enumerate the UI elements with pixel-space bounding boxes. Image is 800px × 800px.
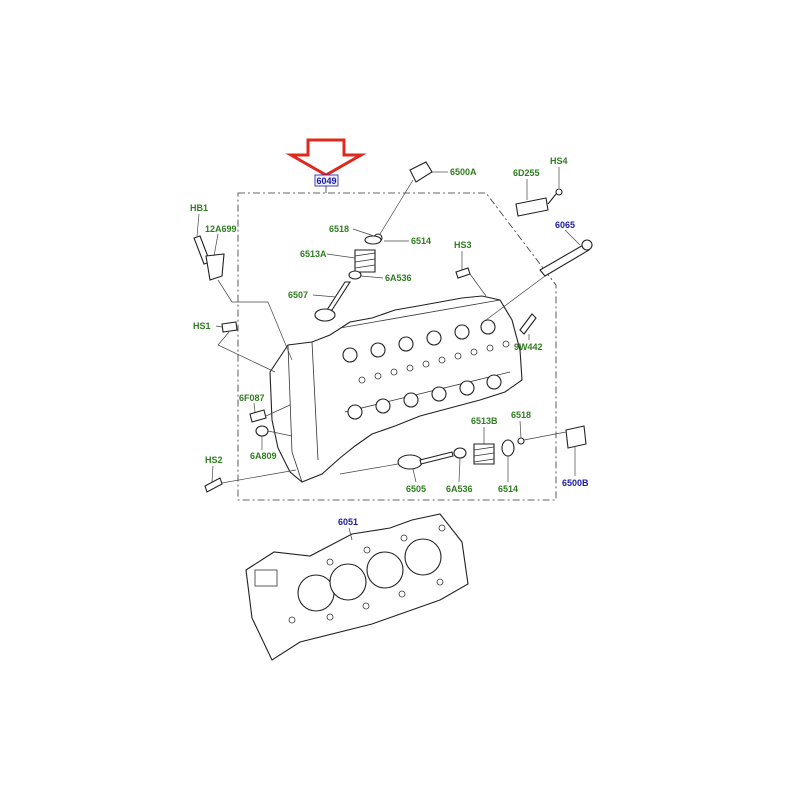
label-hb1: HB1 xyxy=(190,203,208,213)
label-6513a: 6513A xyxy=(300,249,327,259)
plug-6a809-icon xyxy=(255,425,269,437)
label-6f087: 6F087 xyxy=(239,393,265,403)
label-12a699: 12A699 xyxy=(205,224,237,234)
label-6d255: 6D255 xyxy=(513,168,540,178)
label-hs1: HS1 xyxy=(193,321,211,331)
retainer-6514-top-icon xyxy=(364,235,382,245)
label-6065: 6065 xyxy=(555,220,575,230)
label-hs4: HS4 xyxy=(550,156,568,166)
valve-train-top xyxy=(314,161,433,322)
screw-hs3-icon xyxy=(455,267,471,279)
bolt-holes xyxy=(358,340,510,384)
valve-6505-icon xyxy=(397,454,423,470)
red-down-arrow-icon xyxy=(285,138,367,177)
sensor-6f087-icon xyxy=(249,409,267,423)
head-gasket xyxy=(245,513,469,661)
valve-stem-6507-icon xyxy=(325,281,352,311)
collet-6518-bottom-icon xyxy=(517,437,525,445)
label-6a536-bottom: 6A536 xyxy=(446,484,473,494)
label-6507: 6507 xyxy=(288,290,308,300)
label-6514-top: 6514 xyxy=(411,236,431,246)
tappet-6500b-icon xyxy=(565,425,587,449)
spring-6513b-icon xyxy=(473,443,495,465)
screw-hs2-icon xyxy=(204,477,223,493)
label-6505: 6505 xyxy=(406,484,426,494)
retainer-6514-bottom-icon xyxy=(501,439,515,457)
tappet-6500a-icon xyxy=(409,161,433,183)
seal-6a536-bottom-icon xyxy=(453,447,467,459)
sensor-12a699-icon xyxy=(205,253,225,281)
label-9w442: 9W442 xyxy=(514,342,543,352)
part-labels: 6500A 6D255 HS4 HB1 12A699 6518 6514 HS3… xyxy=(190,156,589,527)
stud-9w442-icon xyxy=(519,313,537,335)
leader-lines xyxy=(196,167,581,541)
screw-hs1-icon xyxy=(221,321,238,333)
label-hs2: HS2 xyxy=(205,455,223,465)
assembly-frame xyxy=(237,186,557,501)
label-6500b: 6500B xyxy=(562,478,589,488)
left-components xyxy=(193,235,297,493)
camshaft-journals xyxy=(342,319,502,420)
right-components xyxy=(455,188,593,335)
sensor-6d255-icon xyxy=(515,197,549,217)
screw-hs4-icon xyxy=(555,188,563,196)
bolt-6065-icon xyxy=(539,243,590,277)
label-hs3: HS3 xyxy=(454,240,472,250)
assembly-label-text: 6049 xyxy=(316,176,336,186)
cylinder-head xyxy=(269,295,523,483)
valve-train-bottom xyxy=(339,425,587,475)
seal-6a536-top-icon xyxy=(348,270,362,280)
label-6a536-top: 6A536 xyxy=(385,273,412,283)
label-6a809: 6A809 xyxy=(250,451,277,461)
label-6051: 6051 xyxy=(338,517,358,527)
label-6513b: 6513B xyxy=(471,416,498,426)
label-6514-bottom: 6514 xyxy=(498,484,518,494)
assembly-label: 6049 xyxy=(314,174,339,187)
label-6518-bottom: 6518 xyxy=(511,410,531,420)
label-6500a: 6500A xyxy=(450,167,477,177)
label-6518-top: 6518 xyxy=(329,224,349,234)
